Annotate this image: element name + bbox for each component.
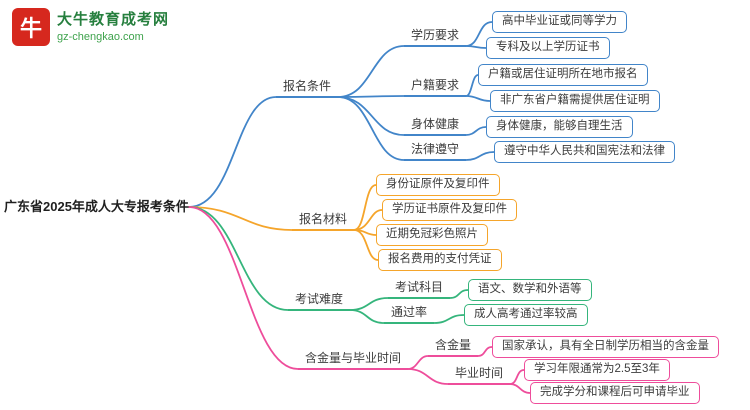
branch-exam-difficulty: 考试难度	[288, 291, 351, 311]
leaf-health-selfcare: 身体健康，能够自理生活	[486, 116, 633, 138]
leaf-nonlocal-residence: 非广东省户籍需提供居住证明	[490, 90, 660, 112]
leaf-color-photo: 近期免冠彩色照片	[376, 224, 488, 246]
leaf-id-card-copy: 身份证原件及复印件	[376, 174, 500, 196]
node-household-requirement: 户籍要求	[404, 77, 467, 97]
brand-text: 大牛教育成考网 gz-chengkao.com	[57, 10, 169, 44]
leaf-subjects-list: 语文、数学和外语等	[468, 279, 592, 301]
node-graduation-time: 毕业时间	[448, 365, 511, 385]
node-education-requirement: 学历要求	[404, 27, 467, 47]
brand-url: gz-chengkao.com	[57, 31, 144, 43]
leaf-high-pass-rate: 成人高考通过率较高	[464, 304, 588, 326]
leaf-diploma-copy: 学历证书原件及复印件	[382, 199, 517, 221]
leaf-state-recognized: 国家承认，具有全日制学历相当的含金量	[492, 336, 719, 358]
leaf-study-duration: 学习年限通常为2.5至3年	[524, 359, 670, 381]
root-node: 广东省2025年成人大专报考条件	[4, 199, 189, 214]
brand: 牛 大牛教育成考网 gz-chengkao.com	[12, 8, 169, 46]
node-law-requirement: 法律遵守	[404, 141, 467, 161]
branch-value-graduation: 含金量与毕业时间	[298, 350, 409, 370]
node-exam-subjects: 考试科目	[388, 279, 451, 299]
branch-signup-materials: 报名材料	[292, 211, 355, 231]
leaf-obey-constitution: 遵守中华人民共和国宪法和法律	[494, 141, 675, 163]
brand-name: 大牛教育成考网	[57, 11, 170, 28]
bull-logo-icon: 牛	[12, 8, 50, 46]
leaf-graduation-apply: 完成学分和课程后可申请毕业	[530, 382, 700, 404]
leaf-payment-receipt: 报名费用的支付凭证	[378, 249, 502, 271]
node-health-requirement: 身体健康	[404, 116, 467, 136]
node-pass-rate: 通过率	[384, 304, 435, 324]
branch-signup-conditions: 报名条件	[276, 78, 339, 98]
node-value: 含金量	[428, 337, 479, 357]
leaf-highschool-diploma: 高中毕业证或同等学力	[492, 11, 627, 33]
leaf-residence-register: 户籍或居住证明所在地市报名	[478, 64, 648, 86]
leaf-college-certificate: 专科及以上学历证书	[486, 37, 610, 59]
